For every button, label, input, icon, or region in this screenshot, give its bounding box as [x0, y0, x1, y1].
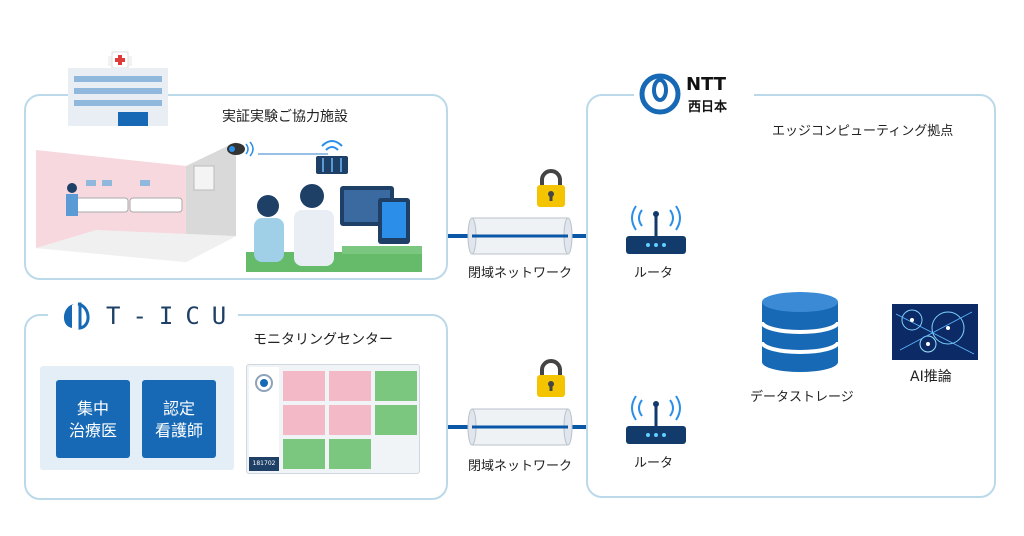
staff-monitor-illustration [246, 184, 422, 272]
role-intensivist-line2: 治療医 [68, 421, 117, 440]
lock-icon [537, 169, 565, 207]
closed-network-pipe-top [467, 217, 573, 255]
patient-tile [375, 405, 417, 435]
ntt-logo-line1: NTT [686, 74, 727, 95]
camera-icon [227, 141, 254, 157]
ntt-logo-line2: 西日本 [688, 100, 728, 115]
patient-tile [283, 371, 325, 401]
monitoring-dashboard-screen: 181702 [246, 364, 420, 474]
ward-illustration [36, 142, 236, 262]
patient-tile [329, 439, 371, 469]
role-card-intensivist: 集中治療医 [56, 380, 130, 458]
ai-network-image [892, 304, 978, 360]
lock-icon [537, 359, 565, 397]
dashboard-sidebar: 181702 [249, 367, 279, 471]
closed-network-label-top: 閉域ネットワーク [468, 266, 573, 281]
facility-label: 実証実験ご協力施設 [222, 109, 348, 125]
router-icon [626, 395, 686, 444]
role-card-nurse: 認定看護師 [142, 380, 216, 458]
cable-line [258, 153, 328, 155]
role-nurse-line2: 看護師 [154, 421, 203, 440]
router-icon [626, 205, 686, 254]
patient-tile [329, 405, 371, 435]
closed-network-pipe-bottom [467, 408, 573, 446]
dashboard-id-badge: 181702 [249, 457, 279, 471]
role-nurse-line1: 認定 [162, 399, 195, 418]
closed-network-label-bottom: 閉域ネットワーク [468, 459, 573, 474]
edge-site-label: エッジコンピューティング拠点 [772, 124, 954, 139]
ntt-logo-icon [639, 73, 681, 115]
ai-inference-label: AI推論 [910, 369, 952, 385]
router-label-top: ルータ [634, 266, 674, 281]
ticu-logo-icon [63, 302, 90, 330]
hospital-building-icon [68, 51, 168, 126]
router-label-bottom: ルータ [634, 456, 674, 471]
patient-tile [283, 439, 325, 469]
patient-tile-grid [283, 371, 417, 471]
patient-tile [283, 405, 325, 435]
role-intensivist-line1: 集中 [76, 399, 109, 418]
database-icon [760, 292, 840, 372]
ticu-logo-text: T-ICU [106, 302, 239, 330]
monitoring-center-label: モニタリングセンター [253, 332, 393, 348]
storage-label: データストレージ [750, 390, 854, 405]
edge-device-icon [316, 140, 348, 174]
dashboard-logo-icon [255, 374, 273, 392]
patient-tile [375, 371, 417, 401]
patient-tile [329, 371, 371, 401]
